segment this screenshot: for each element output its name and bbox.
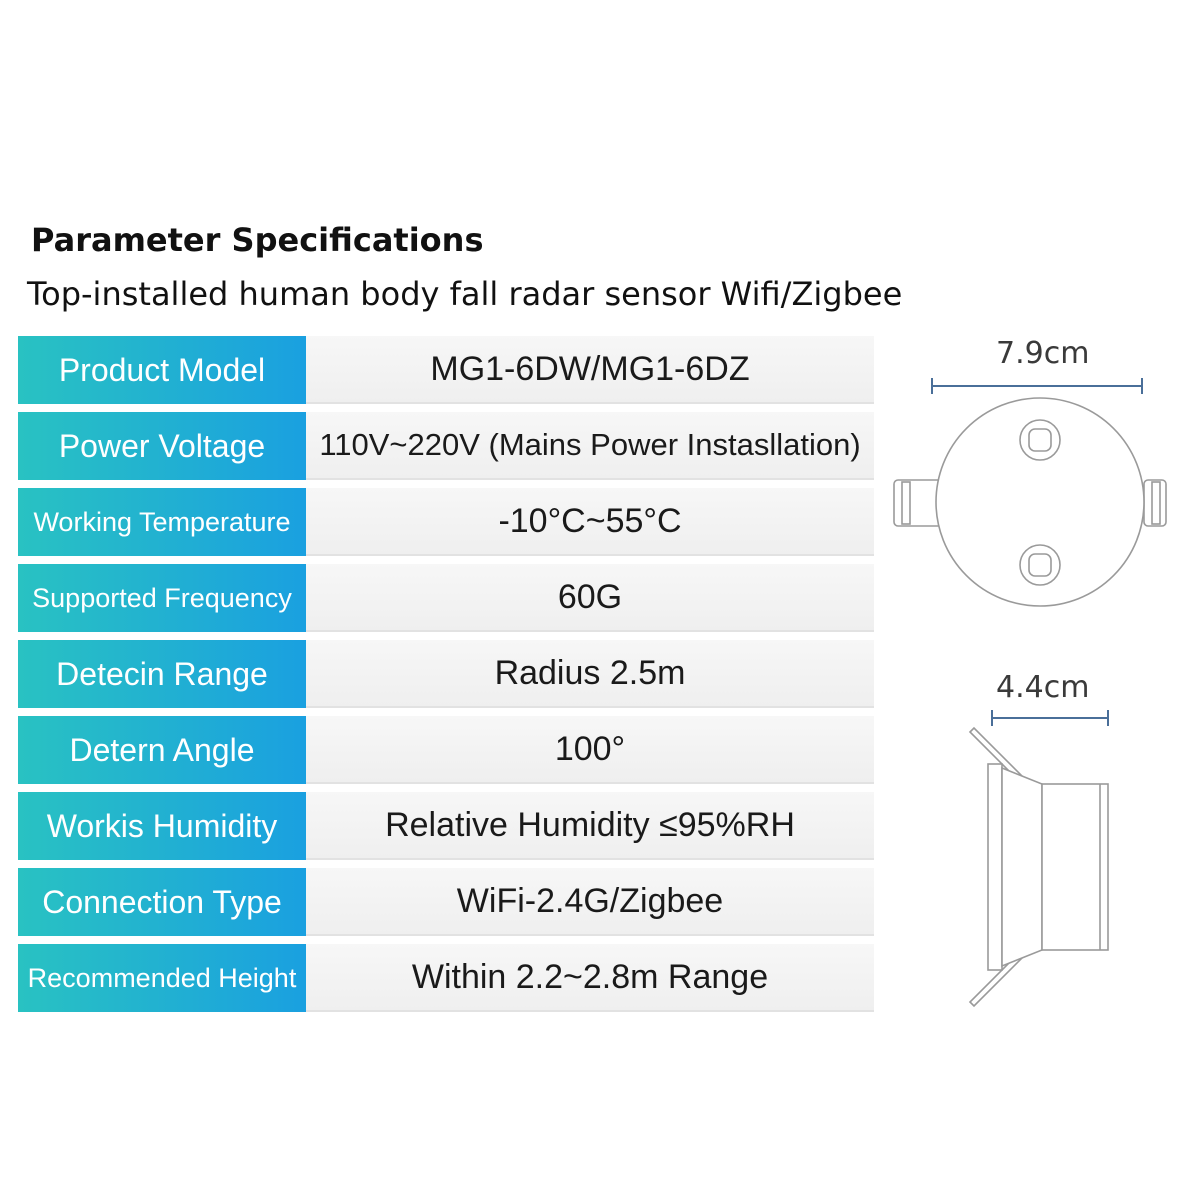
- spec-label: Supported Frequency: [18, 564, 306, 632]
- subheading: Top-installed human body fall radar sens…: [27, 275, 903, 313]
- spec-value: WiFi-2.4G/Zigbee: [306, 868, 874, 936]
- spec-label: Detecin Range: [18, 640, 306, 708]
- sensor-top-view-drawing: [893, 378, 1167, 607]
- spec-value: Radius 2.5m: [306, 640, 874, 708]
- heading: Parameter Specifications: [31, 221, 484, 259]
- spec-label: Detern Angle: [18, 716, 306, 784]
- spec-label: Recommended Height: [18, 944, 306, 1012]
- spec-value: MG1-6DW/MG1-6DZ: [306, 336, 874, 404]
- height-label: 4.4cm: [996, 670, 1090, 705]
- sensor-side-view-drawing: [968, 710, 1109, 1008]
- spec-row-supported-frequency: Supported Frequency 60G: [18, 564, 874, 632]
- spec-row-power-voltage: Power Voltage 110V~220V (Mains Power Ins…: [18, 412, 874, 480]
- spec-row-product-model: Product Model MG1-6DW/MG1-6DZ: [18, 336, 874, 404]
- spec-label: Power Voltage: [18, 412, 306, 480]
- spec-value: 60G: [306, 564, 874, 632]
- spec-label: Working Temperature: [18, 488, 306, 556]
- spec-row-connection-type: Connection Type WiFi-2.4G/Zigbee: [18, 868, 874, 936]
- spec-row-humidity: Workis Humidity Relative Humidity ≤95%RH: [18, 792, 874, 860]
- spec-row-recommended-height: Recommended Height Within 2.2~2.8m Range: [18, 944, 874, 1012]
- spec-value: Relative Humidity ≤95%RH: [306, 792, 874, 860]
- spec-label: Workis Humidity: [18, 792, 306, 860]
- spec-table: Product Model MG1-6DW/MG1-6DZ Power Volt…: [18, 336, 874, 1020]
- spec-value: 100°: [306, 716, 874, 784]
- spec-row-detection-range: Detecin Range Radius 2.5m: [18, 640, 874, 708]
- spec-value: 110V~220V (Mains Power Instasllation): [306, 412, 874, 480]
- diameter-label: 7.9cm: [996, 336, 1090, 371]
- spec-value: Within 2.2~2.8m Range: [306, 944, 874, 1012]
- spec-label: Product Model: [18, 336, 306, 404]
- spec-value: -10°C~55°C: [306, 488, 874, 556]
- spec-row-detection-angle: Detern Angle 100°: [18, 716, 874, 784]
- spec-row-working-temperature: Working Temperature -10°C~55°C: [18, 488, 874, 556]
- spec-label: Connection Type: [18, 868, 306, 936]
